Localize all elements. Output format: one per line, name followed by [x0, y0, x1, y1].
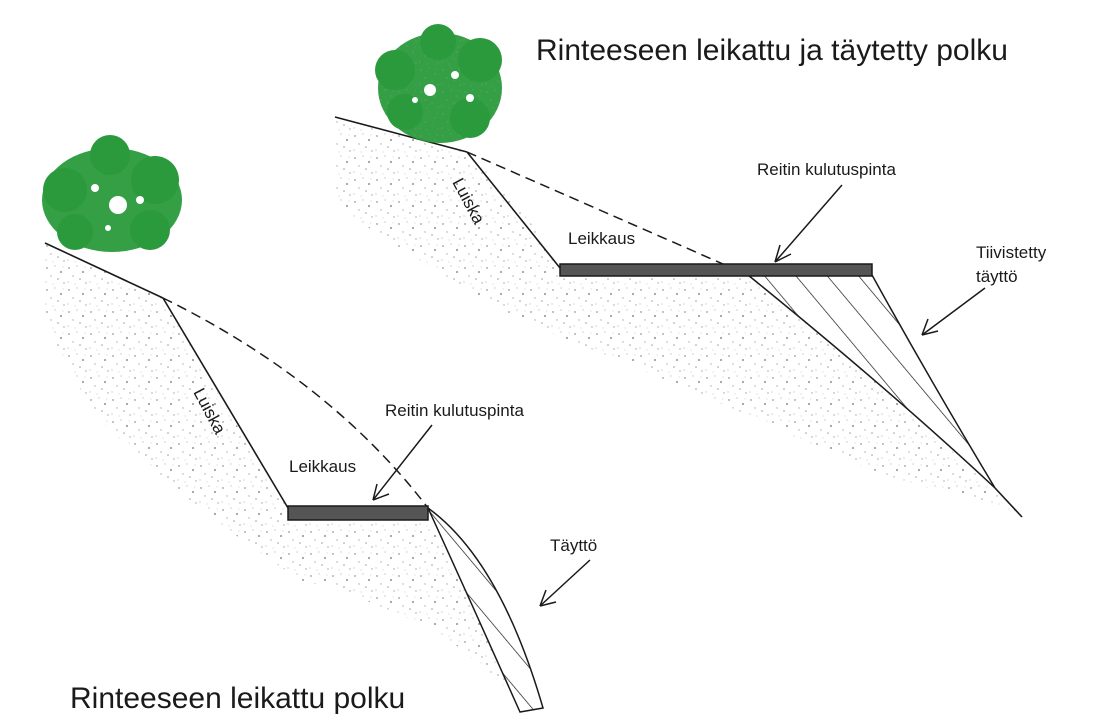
- top-fill-arrow: [921, 287, 986, 336]
- bottom-diagram-title: Rinteeseen leikattu polku: [70, 682, 405, 715]
- top-compacted-fill-area: [745, 274, 996, 489]
- bottom-original-ground-dashed: [162, 297, 429, 509]
- top-fill-slope-line: [994, 487, 1023, 518]
- top-natural-ground-line: [334, 116, 468, 153]
- top-original-ground-dashed: [466, 151, 749, 276]
- bottom-bush-icon: [42, 135, 182, 252]
- top-fill-label-line2: täyttö: [976, 267, 1018, 286]
- bottom-cut-slope-line: [162, 297, 289, 509]
- top-bush-icon: [375, 24, 502, 143]
- top-soil-region: [335, 118, 1022, 517]
- top-fill-label-line1: Tiivistetty: [976, 243, 1047, 262]
- bottom-surface-arrow: [372, 424, 433, 501]
- top-surface-arrow: [774, 184, 843, 263]
- top-surface-label: Reitin kulutuspinta: [757, 160, 896, 179]
- bottom-natural-ground-line: [44, 242, 164, 299]
- top-trail-surface: [559, 263, 873, 277]
- bottom-diagram: Rinteeseen leikattu polku Luiska Leikkau…: [42, 135, 597, 715]
- bottom-soil-region: [45, 243, 543, 708]
- bottom-fill-area: [426, 505, 544, 713]
- bottom-cut-label: Leikkaus: [289, 457, 356, 476]
- bottom-fill-label: Täyttö: [550, 536, 597, 555]
- top-cut-slope-line: [466, 151, 561, 269]
- top-diagram-title: Rinteeseen leikattu ja täytetty polku: [536, 34, 1008, 67]
- bottom-surface-label: Reitin kulutuspinta: [385, 401, 524, 420]
- bottom-trail-surface: [287, 505, 429, 521]
- top-cut-label: Leikkaus: [568, 229, 635, 248]
- bottom-fill-arrow: [539, 559, 591, 607]
- top-diagram: Rinteeseen leikattu ja täytetty polku Lu…: [334, 24, 1047, 518]
